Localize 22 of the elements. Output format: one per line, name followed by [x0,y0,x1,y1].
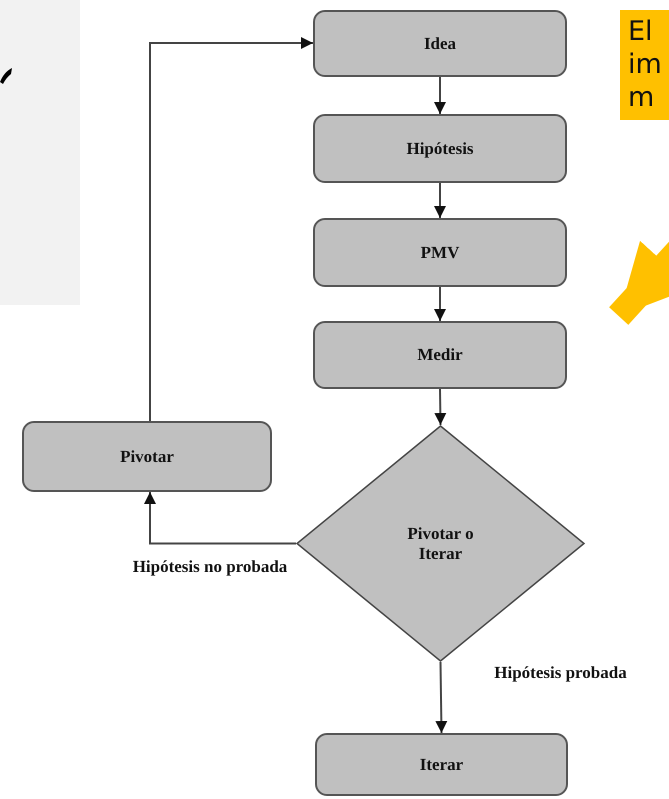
node-text: El im m [628,16,662,115]
process-box [313,218,567,287]
arrow [435,662,448,734]
node-text: Medir [417,345,463,365]
note-box [620,10,669,120]
node-text: PMV [420,242,460,262]
node-text: Idea [424,34,456,54]
process-box [22,421,272,492]
arrow [434,183,446,218]
node-text: Pivotar [120,446,174,466]
node-text: Pivotar o Iterar [406,524,475,564]
arrow [434,77,446,114]
arrow [434,388,446,426]
process-box [313,114,567,183]
arrow [149,37,313,421]
node-text: Hipótesis [406,138,474,158]
node-text: Iterar [420,754,464,774]
arrow [434,287,446,321]
process-box [313,321,567,389]
process-box [315,733,568,796]
process-box [313,10,567,77]
arrow [144,492,296,544]
